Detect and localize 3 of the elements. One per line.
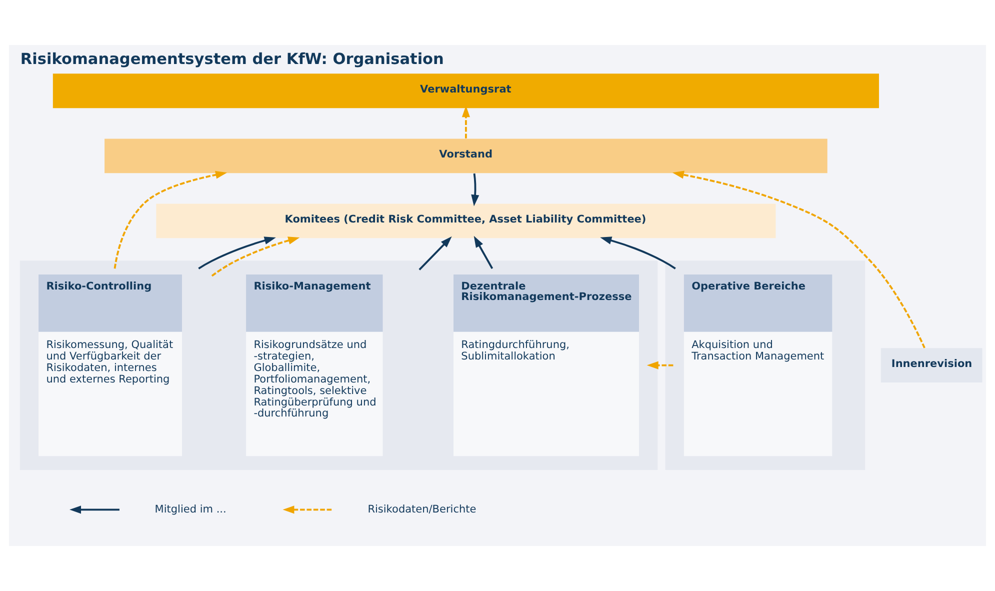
legend-label: Mitglied im ... bbox=[154, 503, 226, 516]
legend-label: Risikodaten/Berichte bbox=[368, 503, 476, 516]
diagram-title: Risikomanagementsystem der KfW: Organisation bbox=[20, 50, 444, 68]
